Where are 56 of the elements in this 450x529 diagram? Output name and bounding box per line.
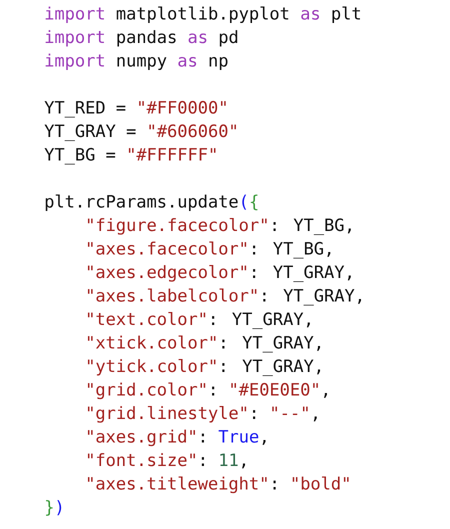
code-text: plt.rcParams.update [46, 194, 238, 212]
code-text: : YT_GRAY, [222, 336, 320, 352]
code-string: "bold" [292, 476, 349, 490]
code-string: "text.color" [88, 312, 206, 326]
code-text: , [262, 440, 266, 445]
code-text: : YT_BG, [253, 242, 330, 258]
code-bracket: ) [57, 500, 62, 516]
code-string: "grid.linestyle" [88, 406, 246, 423]
code-string: "--" [272, 406, 308, 416]
code-string: "font.size" [88, 453, 195, 466]
code-text: plt [332, 6, 360, 24]
code-bracket: True [218, 430, 258, 443]
code-string: "figure.facecolor" [88, 218, 267, 235]
code-keyword: as [178, 56, 196, 67]
code-text: numpy [118, 56, 166, 70]
code-string: "axes.titleweight" [88, 476, 267, 494]
code-text: : YT_GRAY, [222, 359, 320, 376]
code-text: : [253, 410, 256, 419]
code-number: 11 [220, 454, 238, 466]
code-bracket: } [46, 500, 53, 516]
code-text: : YT_GRAY, [212, 312, 310, 329]
code-text: , [242, 464, 246, 468]
code-text: : [274, 480, 276, 490]
code-string: "grid.color" [88, 382, 206, 400]
code-string: "#FFFFFF" [128, 148, 216, 160]
code-text: : YT_GRAY, [263, 288, 361, 306]
code-string: "#E0E0E0" [231, 382, 318, 396]
code-text: pd [220, 30, 238, 47]
code-keyword: import [46, 6, 104, 24]
code-bracket: { [250, 194, 258, 210]
code-string: "axes.grid" [88, 430, 195, 446]
code-string: "axes.edgecolor" [88, 265, 246, 282]
code-text: : [202, 434, 204, 442]
code-keyword: as [301, 10, 319, 20]
code-text: YT_RED = [44, 101, 126, 118]
code-string: "axes.facecolor" [88, 242, 246, 255]
code-text: : YT_GRAY, [253, 265, 351, 282]
code-string: "axes.labelcolor" [88, 288, 256, 302]
code-text: pandas [117, 30, 176, 47]
code-keyword: import [46, 54, 104, 70]
code-string: "#FF0000" [139, 100, 226, 114]
code-string: "ytick.color" [88, 359, 216, 376]
code-string: "xtick.color" [88, 336, 216, 349]
code-text: : YT_BG, [274, 218, 351, 235]
code-bracket: ( [242, 194, 246, 210]
code-text: , [314, 416, 317, 422]
code-string: "#606060" [149, 124, 236, 138]
code-text: YT_BG = [44, 148, 116, 164]
code-text: , [324, 392, 327, 398]
code-keyword: as [188, 33, 206, 44]
code-text: : [202, 457, 204, 466]
code-text: YT_GRAY = [44, 124, 136, 141]
code-text: : [212, 386, 214, 396]
code-text: matplotlib.pyplot [116, 6, 288, 24]
code-keyword: import [46, 30, 104, 47]
code-text: np [210, 56, 228, 70]
